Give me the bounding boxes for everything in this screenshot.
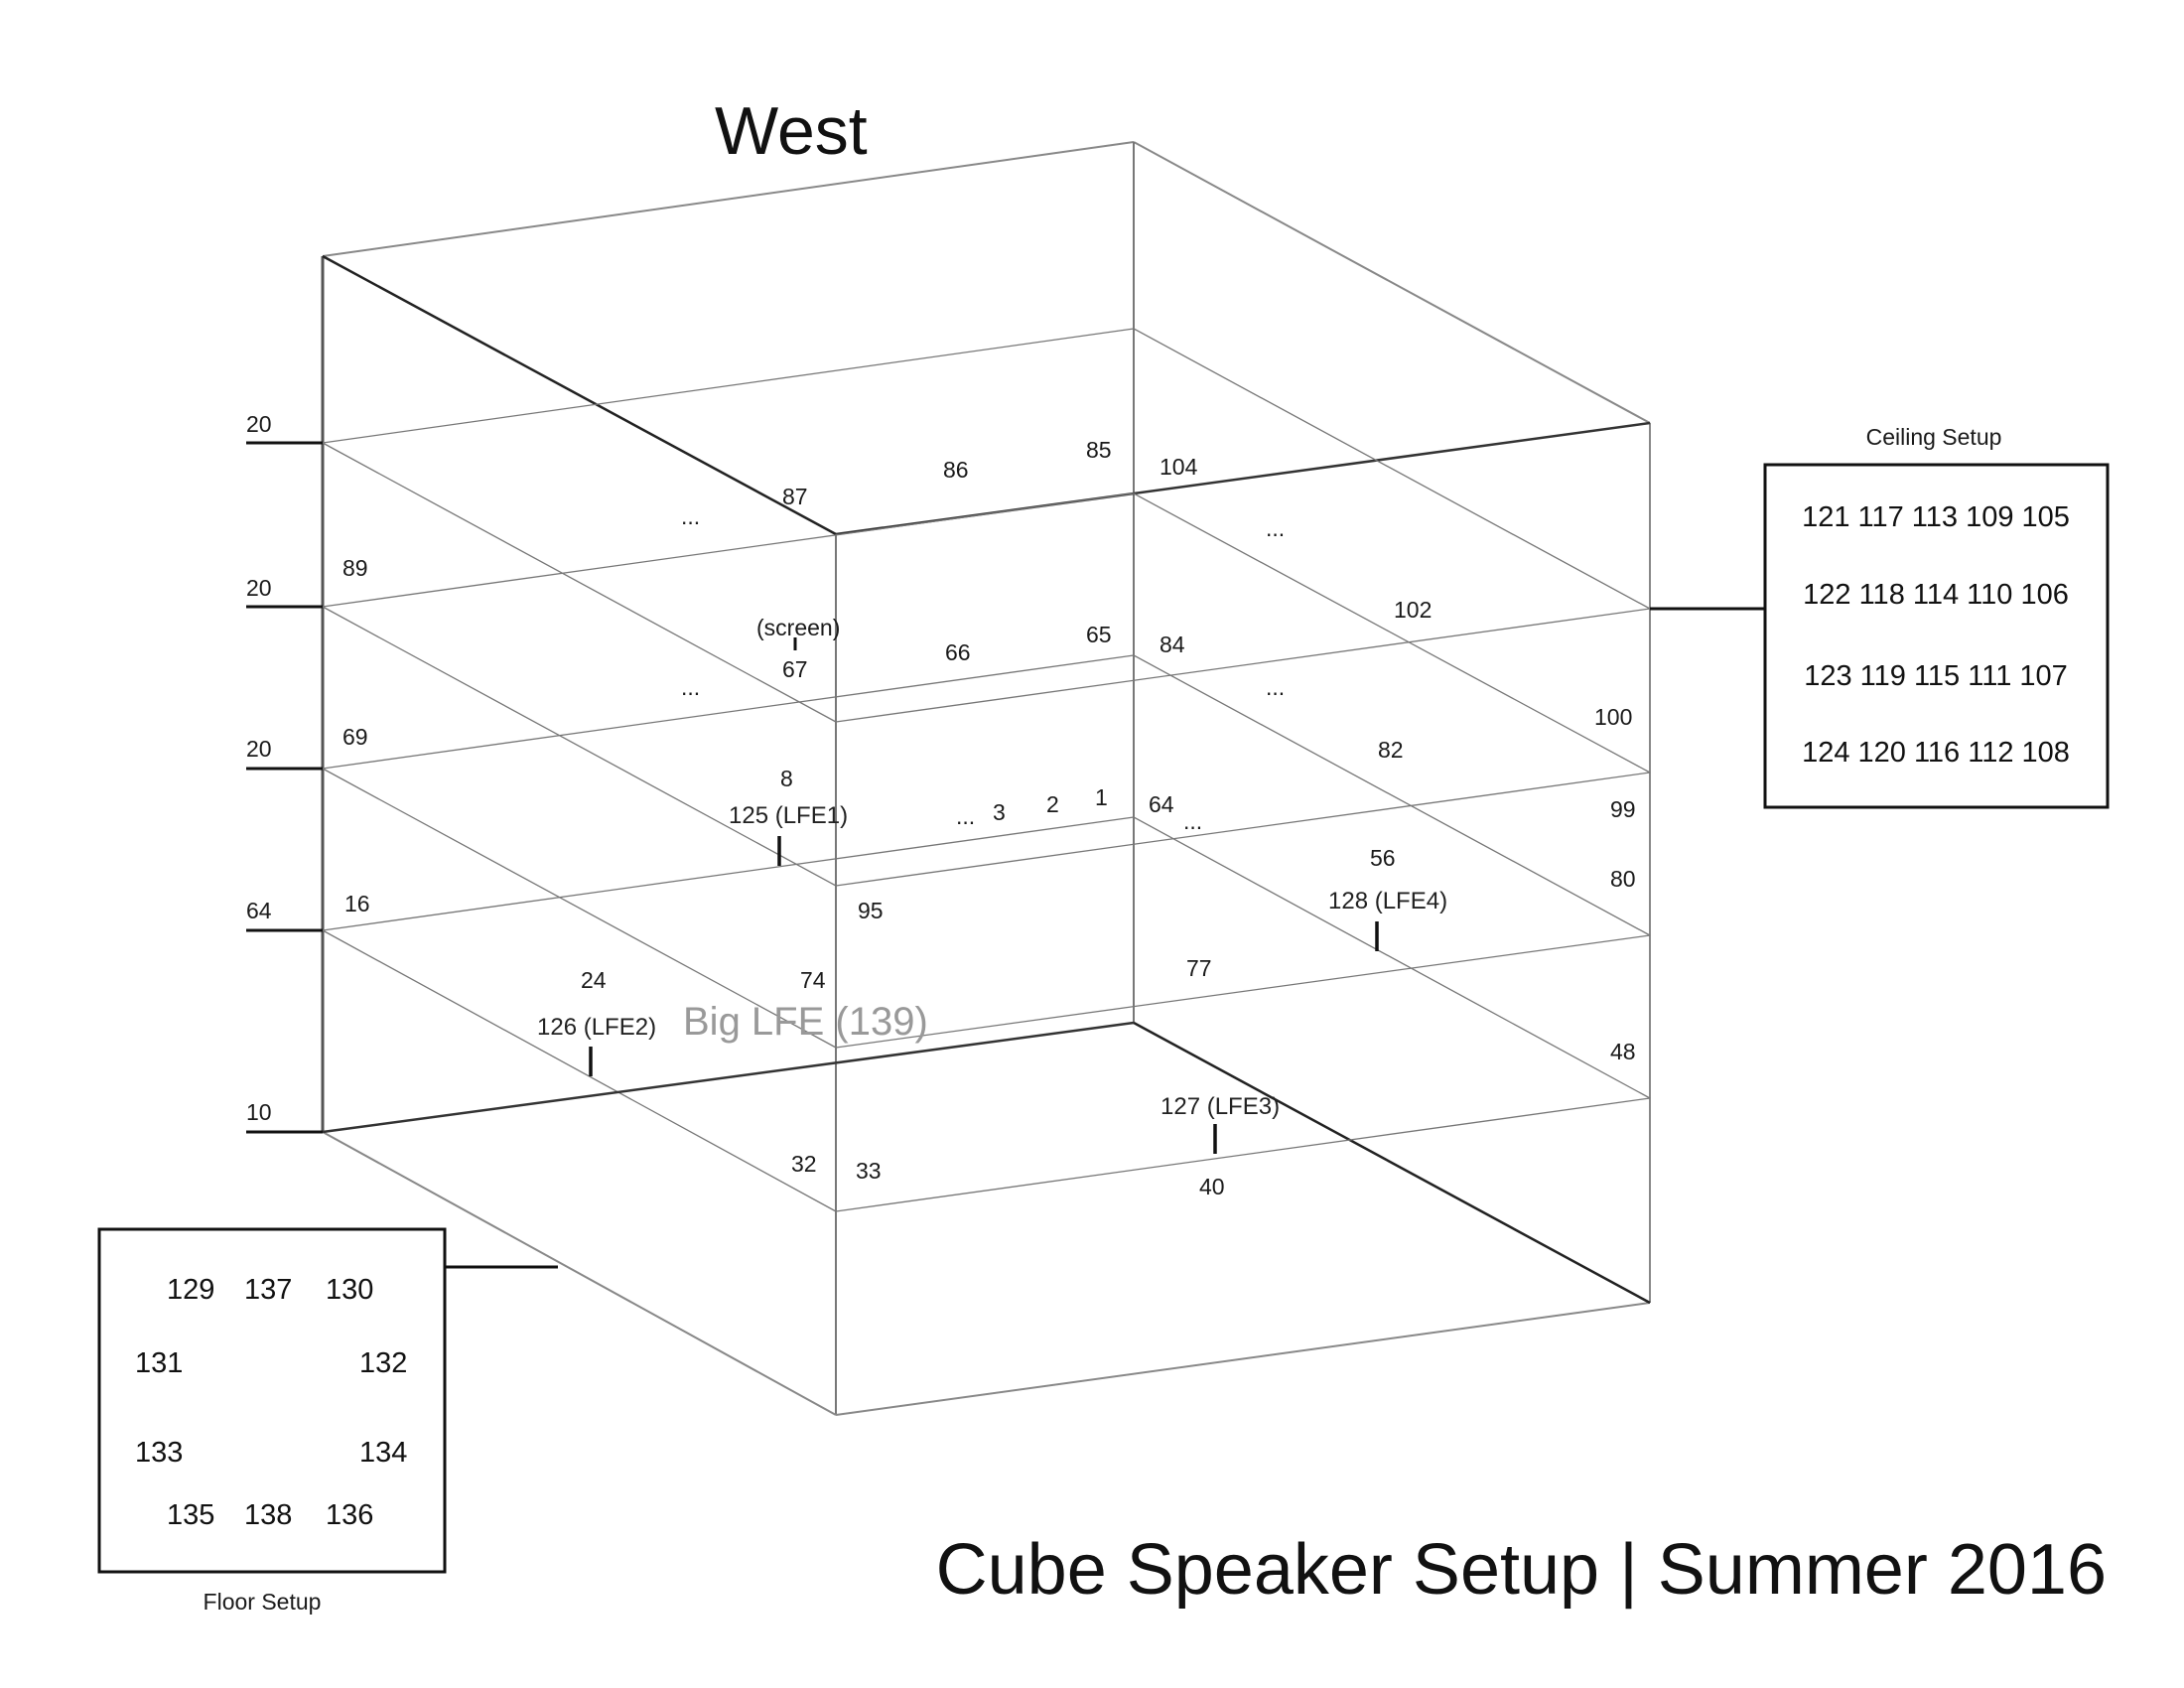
speaker-label: ... [681,674,700,700]
ring-count-ticks [246,441,323,1134]
floor-speaker: 134 [359,1437,407,1469]
speaker-label: 99 [1610,796,1636,822]
cube-edge [322,1131,837,1416]
floor-speaker: 135 [167,1499,214,1531]
speaker-label: 67 [782,656,808,682]
ring-line [835,934,1651,1049]
direction-label-west: West [715,93,868,169]
cube-edge-dark [1133,1021,1651,1305]
ring-line [1133,816,1651,1099]
speaker-label: ... [681,503,700,529]
speaker-label: 82 [1378,737,1404,763]
speaker-label: 1 [1095,784,1108,810]
ceiling-row: 123 119 115 111 107 [1804,660,2068,692]
floor-setup: 129 137 130 131 132 133 134 135 138 136 … [97,1227,558,1615]
speaker-label: 125 (LFE1) [729,802,848,829]
floor-speaker: 132 [359,1347,407,1379]
speaker-label: 127 (LFE3) [1160,1093,1280,1120]
speaker-label: ... [1266,515,1285,541]
speaker-label: 89 [342,555,368,581]
speaker-label: 84 [1160,632,1185,657]
speaker-label: 86 [943,457,969,483]
speaker-label: 40 [1199,1174,1225,1199]
floor-speaker: 131 [135,1347,183,1379]
ring-line [322,768,837,1049]
floor-speaker: 133 [135,1437,183,1469]
ring-line [322,606,837,887]
speaker-label: 126 (LFE2) [537,1014,656,1041]
floor-speaker: 129 [167,1274,214,1306]
floor-speaker: 138 [244,1499,292,1531]
ring-count: 20 [246,736,272,762]
ring-line [1133,328,1651,610]
speaker-label: 95 [858,898,884,923]
ring-line [322,1021,1135,1134]
floor-setup-title: Floor Setup [204,1589,322,1615]
speaker-label: 128 (LFE4) [1328,888,1447,914]
cube-edge [322,141,1135,257]
speaker-label: 8 [780,766,793,791]
ring-line [1133,492,1651,774]
ring-line [835,608,1651,723]
speaker-label: 87 [782,484,808,509]
ceiling-setup-box [1763,463,2110,809]
ring-line [322,328,1135,444]
speaker-label: 65 [1086,622,1112,647]
speaker-label: 56 [1370,845,1396,871]
speaker-label: ... [1266,674,1285,700]
speaker-labels: 87 86 85 104 ... ... 89 (screen) 67 66 6… [342,437,1636,1199]
speaker-label: 3 [993,799,1006,825]
speaker-label: 85 [1086,437,1112,463]
floor-speaker: 130 [326,1274,373,1306]
lfe-markers [589,637,1379,1154]
speaker-label: 2 [1046,791,1059,817]
ring-count: 64 [246,898,272,923]
ring-count: 20 [246,575,272,601]
ceiling-row: 124 120 116 112 108 [1802,737,2070,769]
ring-line [322,816,1135,931]
speaker-label: 24 [581,967,607,993]
floor-speaker: 137 [244,1274,292,1306]
speaker-label: 102 [1394,597,1432,623]
speaker-label: (screen) [756,615,840,640]
speaker-label: 80 [1610,866,1636,892]
cube-edge [835,1302,1651,1416]
ring-line [322,929,837,1212]
ceiling-setup: Ceiling Setup 121 117 113 109 105 122 11… [1650,424,2110,809]
ring-line [322,492,1135,608]
ceiling-row: 122 118 114 110 106 [1803,579,2069,611]
big-lfe-label: Big LFE (139) [683,1000,928,1044]
ceiling-row: 121 117 113 109 105 [1802,501,2070,533]
ceiling-setup-title: Ceiling Setup [1866,424,2002,450]
speaker-label: 66 [945,639,971,665]
speaker-label: 104 [1160,454,1198,480]
speaker-label: ... [956,803,975,829]
floor-speaker: 136 [326,1499,373,1531]
speaker-label: 74 [800,967,826,993]
speaker-label: 32 [791,1151,817,1177]
speaker-label: 69 [342,724,368,750]
speaker-label: 48 [1610,1039,1636,1064]
speaker-label: 33 [856,1158,882,1184]
speaker-label: ... [1183,808,1202,834]
ring-line [835,1097,1651,1212]
speaker-label: 16 [344,891,370,916]
page-title: Cube Speaker Setup | Summer 2016 [936,1530,2107,1610]
speaker-label: 100 [1594,704,1632,730]
ring-line [1133,654,1651,936]
floor-setup-box [97,1227,447,1574]
ring-line [322,442,837,723]
ring-line [322,654,1135,770]
ring-count: 10 [246,1099,272,1125]
ring-count: 20 [246,411,272,437]
speaker-label: 64 [1149,791,1174,817]
ring-line [835,772,1651,887]
speaker-label: 77 [1186,955,1212,981]
cube-edge-dark [322,254,837,536]
ring-counts: 20 20 20 64 10 [246,411,272,1125]
cube-edge [1133,141,1651,424]
cube-wireframe [321,141,1651,1416]
